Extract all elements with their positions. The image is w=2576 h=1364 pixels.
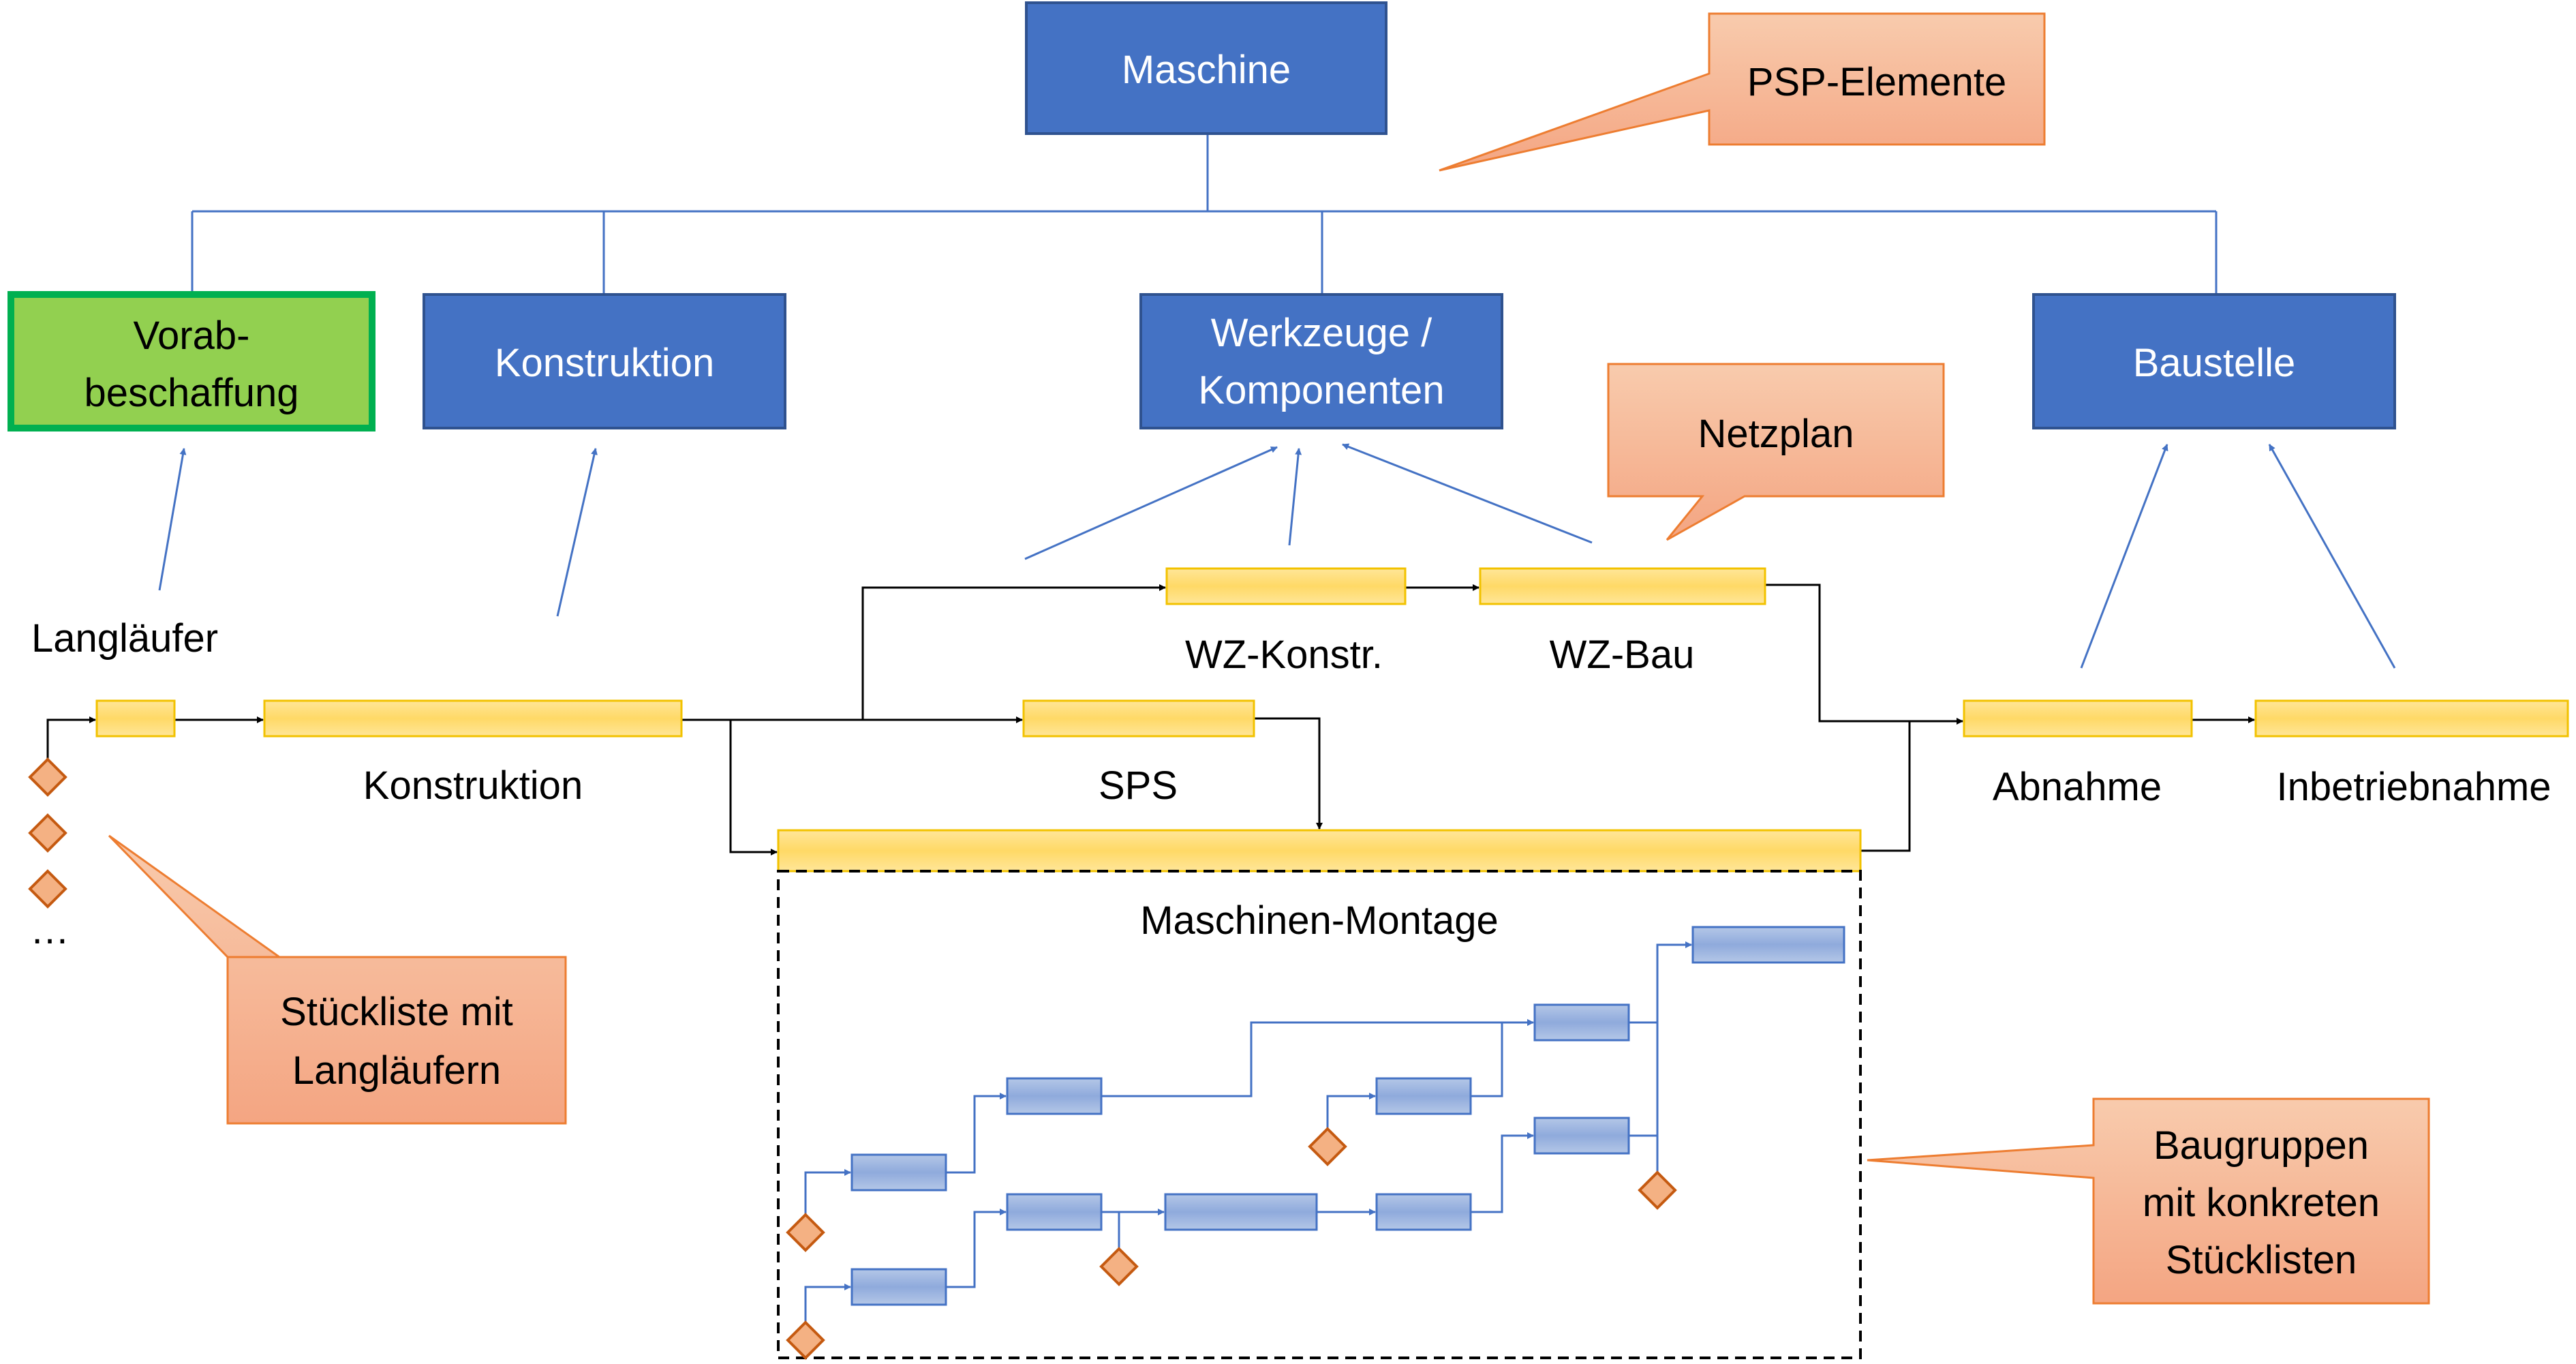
- subtask-bar: [1375, 1077, 1472, 1115]
- task-wz-konstr: [1165, 567, 1407, 605]
- diamond-shape: [28, 813, 67, 853]
- callout-label: PSP-Elemente: [1747, 60, 2006, 104]
- subtask-bar: [1691, 926, 1845, 964]
- subtask-bar: [1533, 1117, 1630, 1155]
- diamond-shape: [786, 1213, 825, 1252]
- diamond-shape: [786, 1320, 825, 1360]
- wbs-node-vorabbeschaffung: Vorab- beschaffung: [7, 291, 375, 431]
- montage-subtasks: [850, 926, 1845, 1306]
- diamond-shape: [1099, 1247, 1139, 1286]
- callout-psp-elemente: PSP-Elemente: [1439, 12, 2046, 172]
- callout-label-line2: Langläufern: [292, 1048, 501, 1093]
- wbs-node-label-line1: Werkzeuge /: [1211, 311, 1432, 355]
- wbs-node-werkzeuge: Werkzeuge / Komponenten: [1139, 293, 1503, 429]
- task-wz-bau: [1479, 567, 1766, 605]
- label-wz-konstr: WZ-Konstr.: [1185, 633, 1383, 677]
- task-bars: [95, 567, 2569, 873]
- wbs-connectors: [191, 134, 2218, 293]
- montage-connectors: [804, 941, 1692, 1340]
- wbs-node-baustelle: Baustelle: [2032, 293, 2396, 429]
- task-maschinen-montage: [777, 829, 1862, 873]
- montage-milestones: [786, 1127, 1677, 1360]
- diamond-shape: [28, 869, 67, 909]
- subtask-bar: [850, 1268, 947, 1306]
- callout-stueckliste: Stückliste mit Langläufern: [108, 834, 567, 1125]
- task-konstruktion: [263, 699, 683, 738]
- wbs-node-label: Maschine: [1122, 48, 1291, 92]
- wbs-node-label-line1: Vorab-: [134, 314, 250, 358]
- label-maschinen-montage: Maschinen-Montage: [1140, 898, 1499, 943]
- label-konstruktion: Konstruktion: [363, 763, 583, 808]
- assignment-arrows: [158, 443, 2396, 669]
- callout-baugruppen: Baugruppen mit konkreten Stücklisten: [1867, 1097, 2430, 1305]
- wbs-node-konstruktion: Konstruktion: [423, 293, 786, 429]
- callout-label-line1: Baugruppen: [2153, 1123, 2369, 1168]
- montage-detail-box: Maschinen-Montage: [777, 870, 1862, 1360]
- callout-label-line2: mit konkreten: [2143, 1181, 2380, 1225]
- milestone-diamonds: [28, 757, 67, 909]
- task-abnahme: [1963, 699, 2193, 738]
- network-flow: [46, 584, 2255, 855]
- callout-label: Netzplan: [1698, 412, 1854, 456]
- label-ellipsis: …: [30, 908, 70, 952]
- diamond-shape: [1638, 1170, 1677, 1210]
- callout-label-line3: Stücklisten: [2166, 1238, 2357, 1282]
- task-langlaeufer: [95, 699, 176, 738]
- wbs-node-label-line2: beschaffung: [85, 371, 299, 415]
- wbs-node-label-line2: Komponenten: [1198, 368, 1444, 412]
- subtask-bar: [1006, 1077, 1103, 1115]
- subtask-bar: [1375, 1193, 1472, 1231]
- callout-netzplan: Netzplan: [1607, 363, 1945, 541]
- wbs-node-label: Baustelle: [2133, 341, 2296, 385]
- label-abnahme: Abnahme: [1993, 765, 2162, 809]
- wbs-node-maschine: Maschine: [1025, 1, 1387, 135]
- callout-label-line1: Stückliste mit: [280, 990, 513, 1034]
- label-langlaeufer: Langläufer: [31, 616, 218, 661]
- label-sps: SPS: [1099, 763, 1178, 808]
- subtask-bar: [1006, 1193, 1103, 1231]
- task-inbetriebnahme: [2254, 699, 2569, 738]
- task-sps: [1022, 699, 1255, 738]
- subtask-bar: [850, 1153, 947, 1192]
- wbs-node-label: Konstruktion: [495, 341, 714, 385]
- diamond-shape: [1308, 1127, 1347, 1166]
- label-inbetriebnahme: Inbetriebnahme: [2276, 765, 2551, 809]
- diamond-shape: [28, 757, 67, 797]
- subtask-bar: [1164, 1193, 1318, 1231]
- subtask-bar: [1533, 1003, 1630, 1042]
- label-wz-bau: WZ-Bau: [1550, 633, 1695, 677]
